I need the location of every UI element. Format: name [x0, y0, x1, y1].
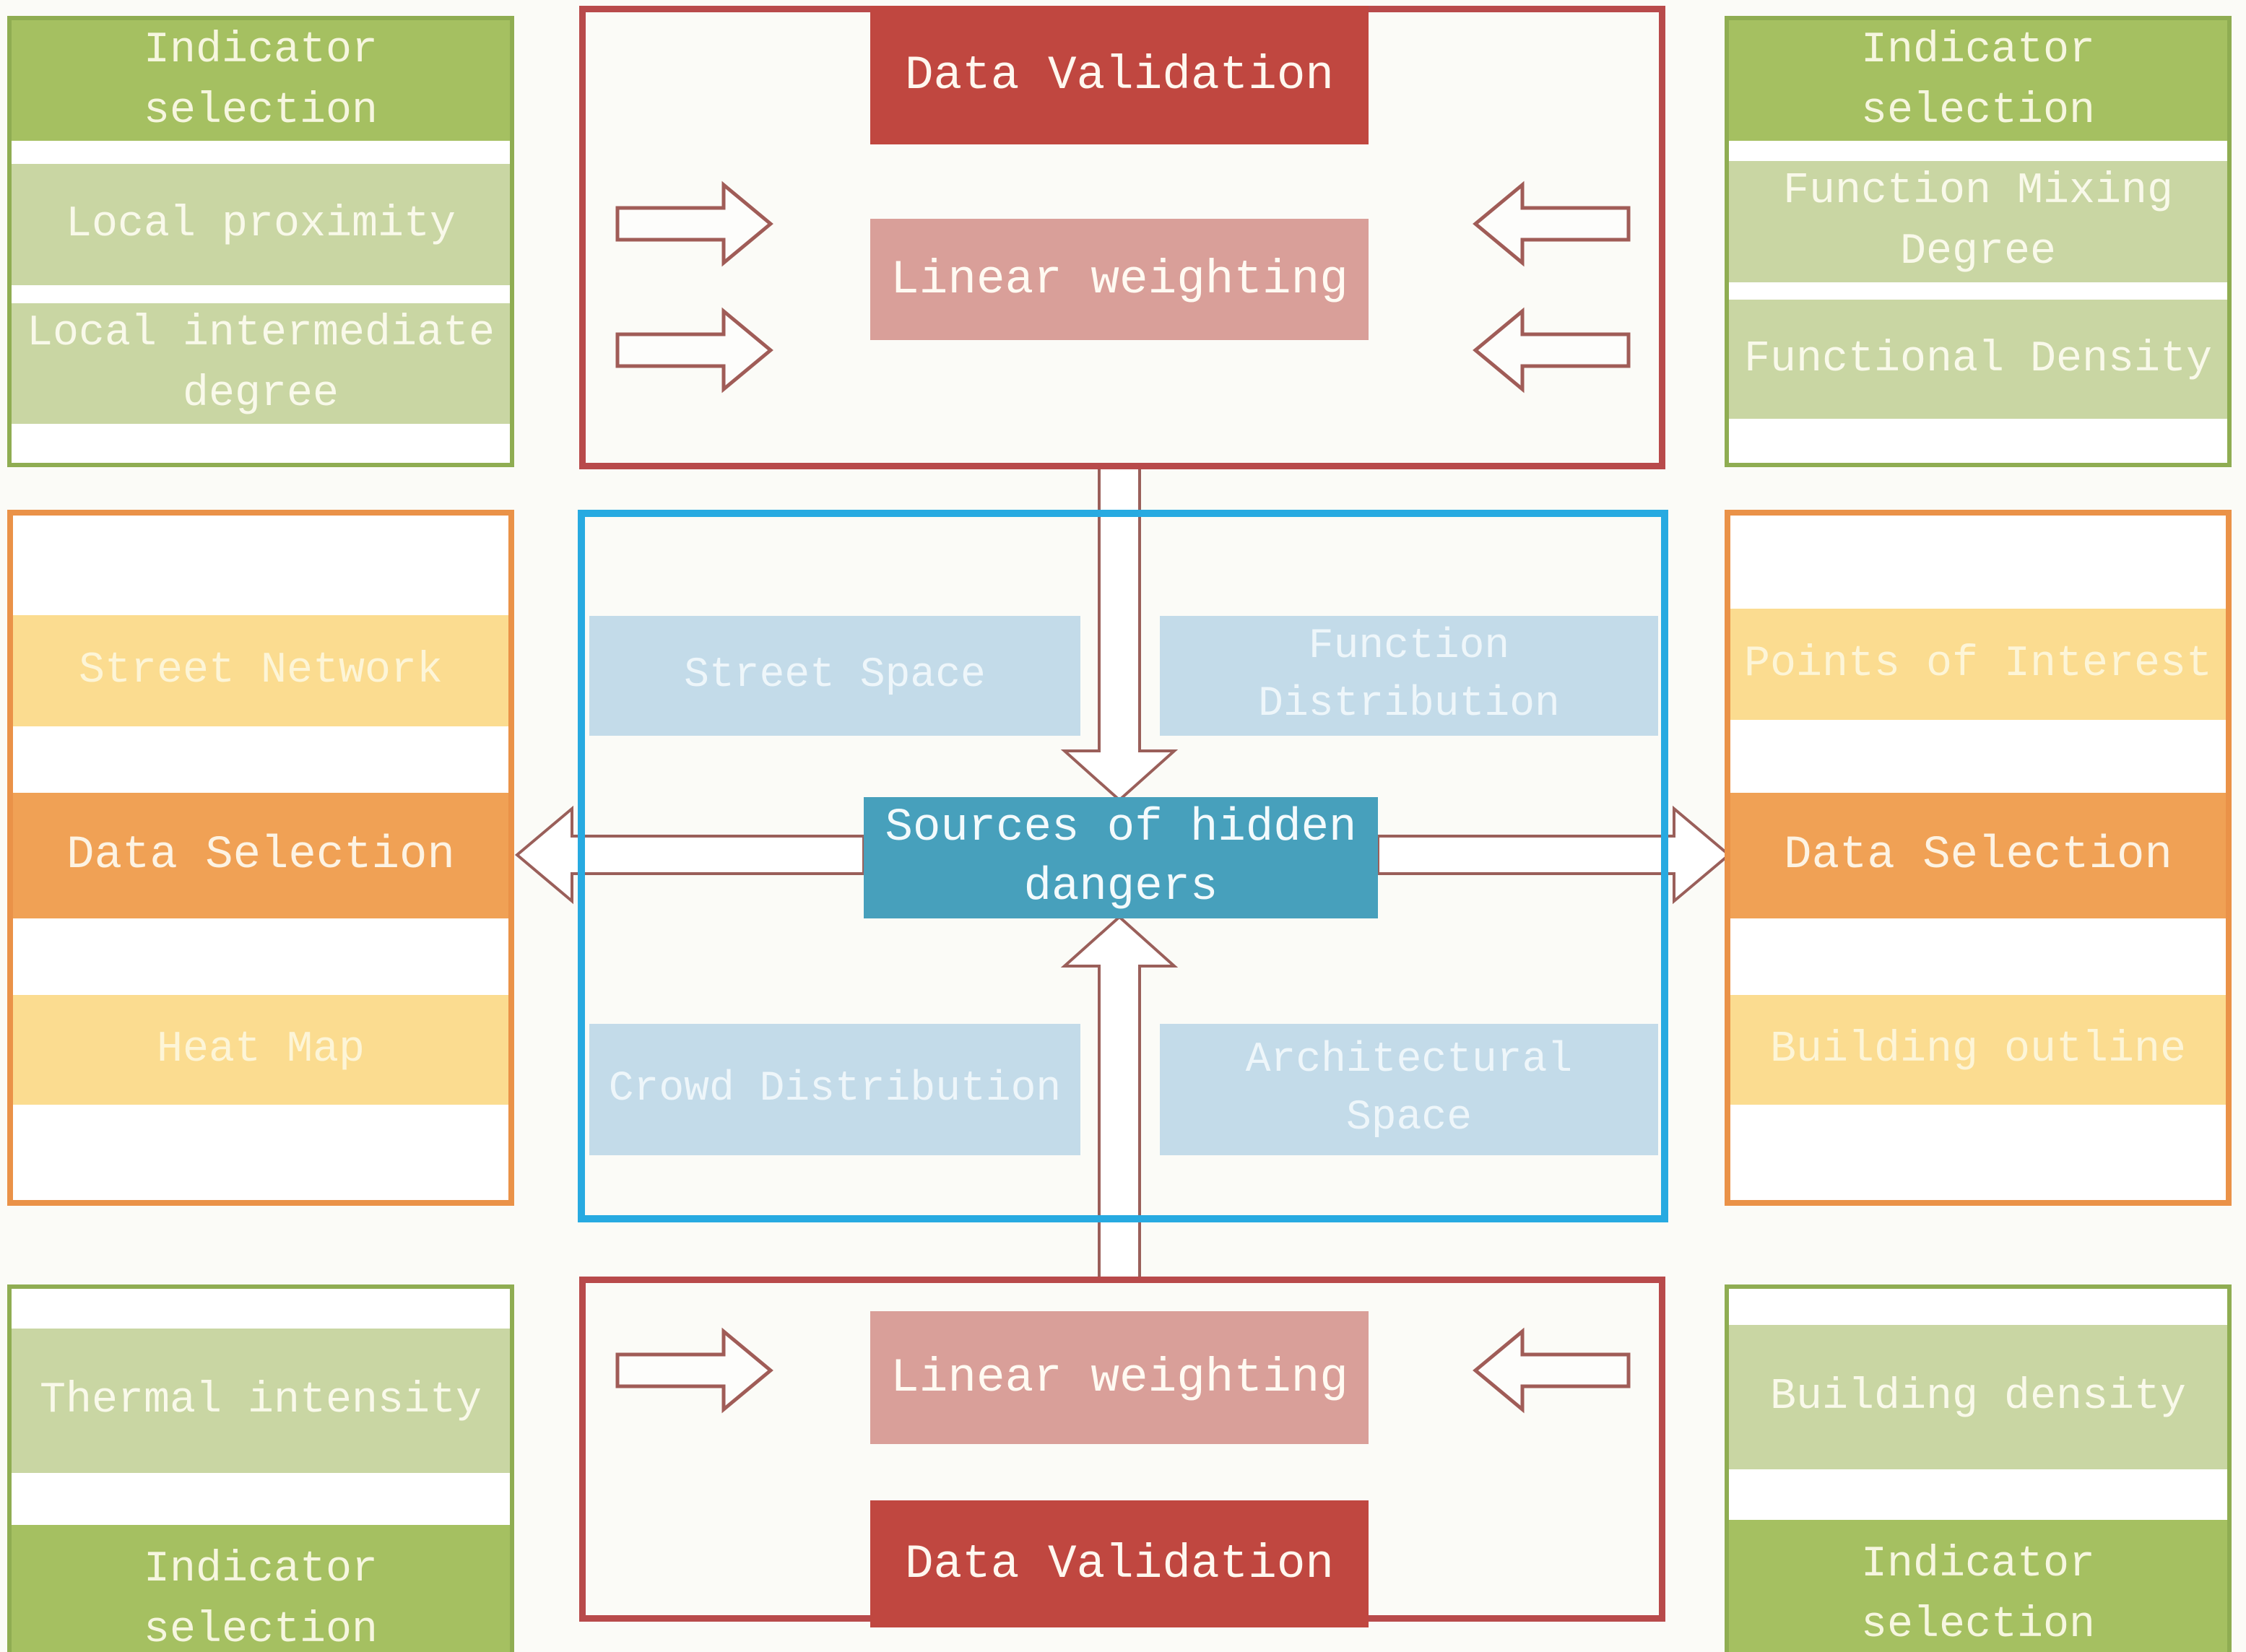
row-building-density: Building density — [1729, 1325, 2227, 1469]
row-building-outline: Building outline — [1730, 995, 2226, 1105]
arrow-left-connector-icon — [514, 805, 865, 905]
arrow-left-icon — [1473, 307, 1631, 394]
spacer — [13, 726, 508, 793]
row-functional-density: Functional Density — [1729, 300, 2227, 419]
row-street-network: Street Network — [13, 615, 508, 726]
data-validation-box: Data Validation — [870, 6, 1369, 144]
linear-weighting-box: Linear weighting — [870, 219, 1369, 340]
row-thermal-intensity: Thermal intensity — [12, 1329, 510, 1473]
panel-mid-left-data-selection: Street Network Data Selection Heat Map — [7, 510, 514, 1206]
hub-sources-of-hidden-dangers: Sources of hidden dangers — [864, 797, 1378, 918]
spacer — [1730, 516, 2226, 609]
row-points-of-interest: Points of Interest — [1730, 609, 2226, 720]
arrow-right-icon — [615, 307, 773, 394]
arrow-right-icon — [615, 181, 773, 267]
spacer — [12, 1473, 510, 1525]
arrow-left-icon — [1473, 181, 1631, 267]
panel-header: Indicator selection — [12, 20, 510, 141]
spacer — [12, 1289, 510, 1329]
panel-footer: Indicator selection — [1729, 1520, 2227, 1652]
panel-mid-right-data-selection: Points of Interest Data Selection Buildi… — [1725, 510, 2232, 1206]
row-data-selection: Data Selection — [13, 793, 508, 918]
panel-footer-label: Indicator selection — [1860, 1540, 2096, 1650]
spacer — [13, 516, 508, 615]
row-data-selection: Data Selection — [1730, 793, 2226, 918]
quadrant-street-space: Street Space — [589, 616, 1080, 736]
row-local-intermediate-degree: Local intermediate degree — [12, 303, 510, 424]
panel-bottom-right-indicator-selection: Building density Indicator selection — [1725, 1284, 2232, 1652]
quadrant-crowd-distribution: Crowd Distribution — [589, 1024, 1080, 1155]
spacer — [1730, 720, 2226, 793]
linear-weighting-box: Linear weighting — [870, 1311, 1369, 1444]
row-heat-map: Heat Map — [13, 995, 508, 1105]
spacer — [13, 918, 508, 995]
spacer — [1729, 1289, 2227, 1325]
panel-footer: Indicator selection — [12, 1525, 510, 1652]
data-validation-box: Data Validation — [870, 1500, 1369, 1627]
spacer — [1730, 918, 2226, 995]
spacer — [1729, 282, 2227, 300]
spacer — [12, 141, 510, 164]
panel-bottom-left-indicator-selection: Thermal intensity Indicator selection — [7, 1284, 514, 1652]
row-local-proximity: Local proximity — [12, 164, 510, 285]
panel-footer-label: Indicator selection — [143, 1545, 378, 1652]
quadrant-architectural-space: Architectural Space — [1160, 1024, 1658, 1155]
row-function-mixing-degree: Function Mixing Degree — [1729, 161, 2227, 282]
spacer — [1729, 141, 2227, 161]
panel-header: Indicator selection — [1729, 20, 2227, 141]
panel-top-left-indicator-selection: Indicator selection Local proximity Loca… — [7, 16, 514, 467]
arrow-up-connector-icon — [1060, 915, 1179, 1279]
arrow-right-connector-icon — [1376, 805, 1732, 905]
spacer — [1729, 1469, 2227, 1520]
panel-center-hidden-dangers — [578, 510, 1668, 1222]
panel-header-label: Indicator selection — [143, 25, 378, 136]
panel-header-label: Indicator selection — [1860, 25, 2096, 136]
arrow-left-icon — [1473, 1327, 1631, 1414]
quadrant-function-distribution: Function Distribution — [1160, 616, 1658, 736]
panel-top-right-indicator-selection: Indicator selection Function Mixing Degr… — [1725, 16, 2232, 467]
spacer — [12, 285, 510, 303]
arrow-right-icon — [615, 1327, 773, 1414]
